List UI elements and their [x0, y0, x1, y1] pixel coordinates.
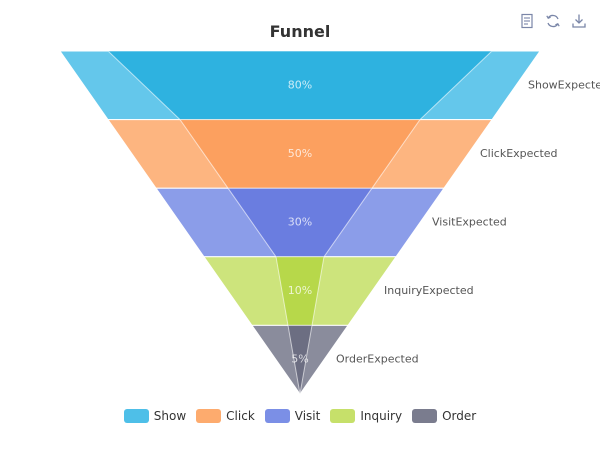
legend-swatch	[264, 409, 290, 423]
funnel-expected-label-inquiry: InquiryExpected	[384, 284, 474, 297]
legend-label: Show	[153, 409, 187, 423]
funnel-actual-label-order: 5%	[291, 353, 308, 366]
legend-item-show[interactable]: Show	[123, 409, 187, 423]
funnel-expected-label-visit: VisitExpected	[432, 216, 507, 229]
funnel-actual-label-click: 50%	[288, 147, 312, 160]
save-image-icon[interactable]	[570, 12, 588, 30]
legend-item-visit[interactable]: Visit	[264, 409, 321, 423]
funnel-expected-label-click: ClickExpected	[480, 147, 558, 160]
toolbox	[518, 12, 588, 30]
legend: Show Click Visit Inquiry Order	[0, 409, 600, 423]
legend-swatch	[330, 409, 356, 423]
funnel-actual-label-show: 80%	[288, 78, 312, 91]
funnel-expected-label-show: ShowExpected	[528, 78, 600, 91]
legend-swatch	[196, 409, 222, 423]
funnel-actual-order[interactable]	[287, 324, 313, 395]
legend-item-inquiry[interactable]: Inquiry	[330, 409, 402, 423]
funnel-actual-label-inquiry: 10%	[288, 284, 312, 297]
legend-label: Inquiry	[360, 409, 403, 423]
legend-label: Order	[442, 409, 477, 423]
funnel-actual-label-visit: 30%	[288, 216, 312, 229]
legend-swatch	[412, 409, 438, 423]
legend-label: Click	[226, 409, 255, 423]
chart-title: Funnel	[269, 22, 331, 41]
legend-item-click[interactable]: Click	[196, 409, 255, 423]
data-view-icon[interactable]	[518, 12, 536, 30]
funnel-expected-label-order: OrderExpected	[336, 353, 419, 366]
legend-label: Visit	[294, 409, 321, 423]
legend-swatch	[123, 409, 149, 423]
legend-item-order[interactable]: Order	[412, 409, 476, 423]
restore-icon[interactable]	[544, 12, 562, 30]
